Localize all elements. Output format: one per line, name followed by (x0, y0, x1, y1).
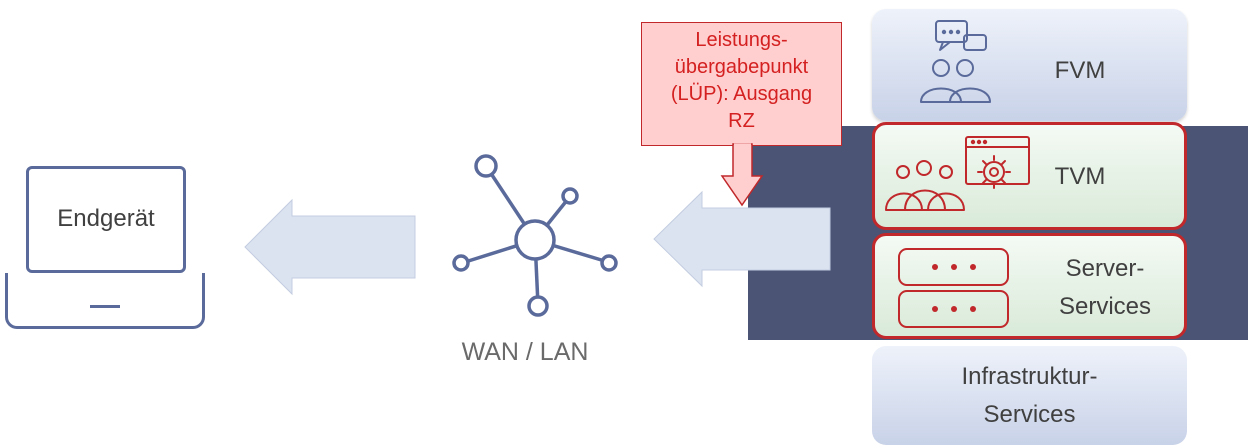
callout-line-3: (LÜP): Ausgang (670, 83, 813, 105)
infrastructure-services-line2: Services (983, 401, 1076, 428)
callout-line-1: Leistungs- (695, 29, 788, 51)
server-services-line1: Server- (1065, 255, 1145, 282)
laptop-base (5, 273, 205, 329)
infrastructure-services-line1: Infrastruktur- (961, 363, 1098, 390)
server-services-label: Server- Services (1030, 250, 1180, 326)
server-services-line2: Services (1058, 293, 1152, 320)
infrastructure-services-label: Infrastruktur- Services (872, 358, 1187, 434)
server-services-layer (872, 233, 1187, 339)
endgeraet-label: Endgerät (57, 205, 155, 232)
laptop-screen (26, 166, 186, 273)
laptop-touchpad (90, 305, 120, 308)
network-label: WAN / LAN (461, 338, 589, 366)
callout-line-2: übergabepunkt (674, 56, 809, 78)
tvm-label: TVM (1054, 163, 1106, 190)
fvm-label: FVM (1054, 57, 1106, 84)
handover-point-callout: Leistungs- übergabepunkt (LÜP): Ausgang … (641, 22, 842, 146)
infrastructure-services-layer (872, 346, 1187, 445)
callout-line-4: RZ (728, 110, 755, 132)
